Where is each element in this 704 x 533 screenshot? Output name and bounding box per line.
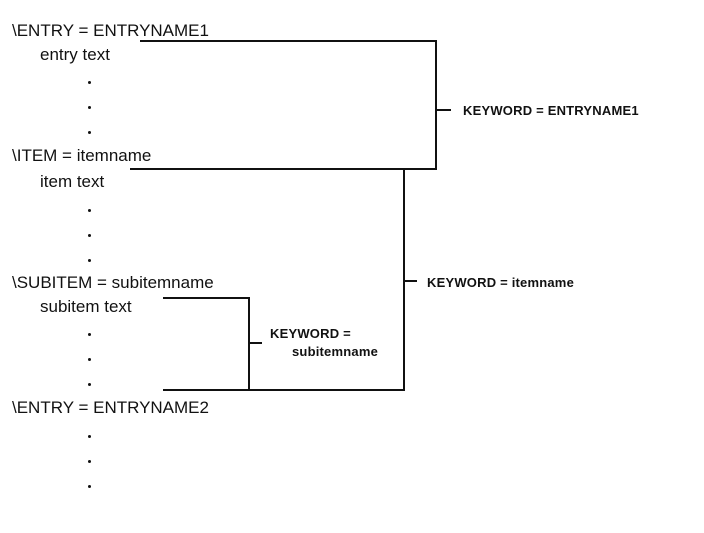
ellipsis-dot: [88, 435, 91, 438]
keyword-subitem-label-line1: KEYWORD =: [270, 326, 351, 341]
bracket-item-top: [130, 168, 405, 170]
entry2-header: \ENTRY = ENTRYNAME2: [12, 398, 209, 417]
subitem-body: subitem text: [40, 297, 132, 316]
ellipsis-dot: [88, 460, 91, 463]
ellipsis-dot: [88, 259, 91, 262]
bracket-item-vertical: [403, 168, 405, 391]
bracket-entry1-tick: [437, 109, 451, 111]
bracket-subitem-bottom: [163, 389, 250, 391]
bracket-item-bottom: [250, 389, 405, 391]
bracket-entry1-top: [140, 40, 437, 42]
subitem-header: \SUBITEM = subitemname: [12, 273, 214, 292]
ellipsis-dot: [88, 383, 91, 386]
bracket-item-tick: [405, 280, 417, 282]
bracket-subitem-tick: [250, 342, 262, 344]
keyword-subitem-label-line2: subitemname: [292, 344, 379, 359]
entry1-body: entry text: [40, 45, 110, 64]
bracket-entry1-vertical: [435, 40, 437, 170]
ellipsis-dot: [88, 81, 91, 84]
item-body: item text: [40, 172, 105, 191]
ellipsis-dot: [88, 209, 91, 212]
bracket-entry1-bottom: [398, 168, 437, 170]
ellipsis-dot: [88, 358, 91, 361]
bracket-subitem-top: [163, 297, 250, 299]
bracket-subitem-vertical: [248, 297, 250, 391]
entry1-header: \ENTRY = ENTRYNAME1: [12, 21, 209, 40]
keyword-entryname1-label: KEYWORD = ENTRYNAME1: [463, 103, 639, 118]
ellipsis-dot: [88, 106, 91, 109]
ellipsis-dot: [88, 234, 91, 237]
keyword-itemname-label: KEYWORD = itemname: [427, 275, 574, 290]
ellipsis-dot: [88, 333, 91, 336]
ellipsis-dot: [88, 485, 91, 488]
ellipsis-dot: [88, 131, 91, 134]
item-header: \ITEM = itemname: [12, 146, 152, 165]
